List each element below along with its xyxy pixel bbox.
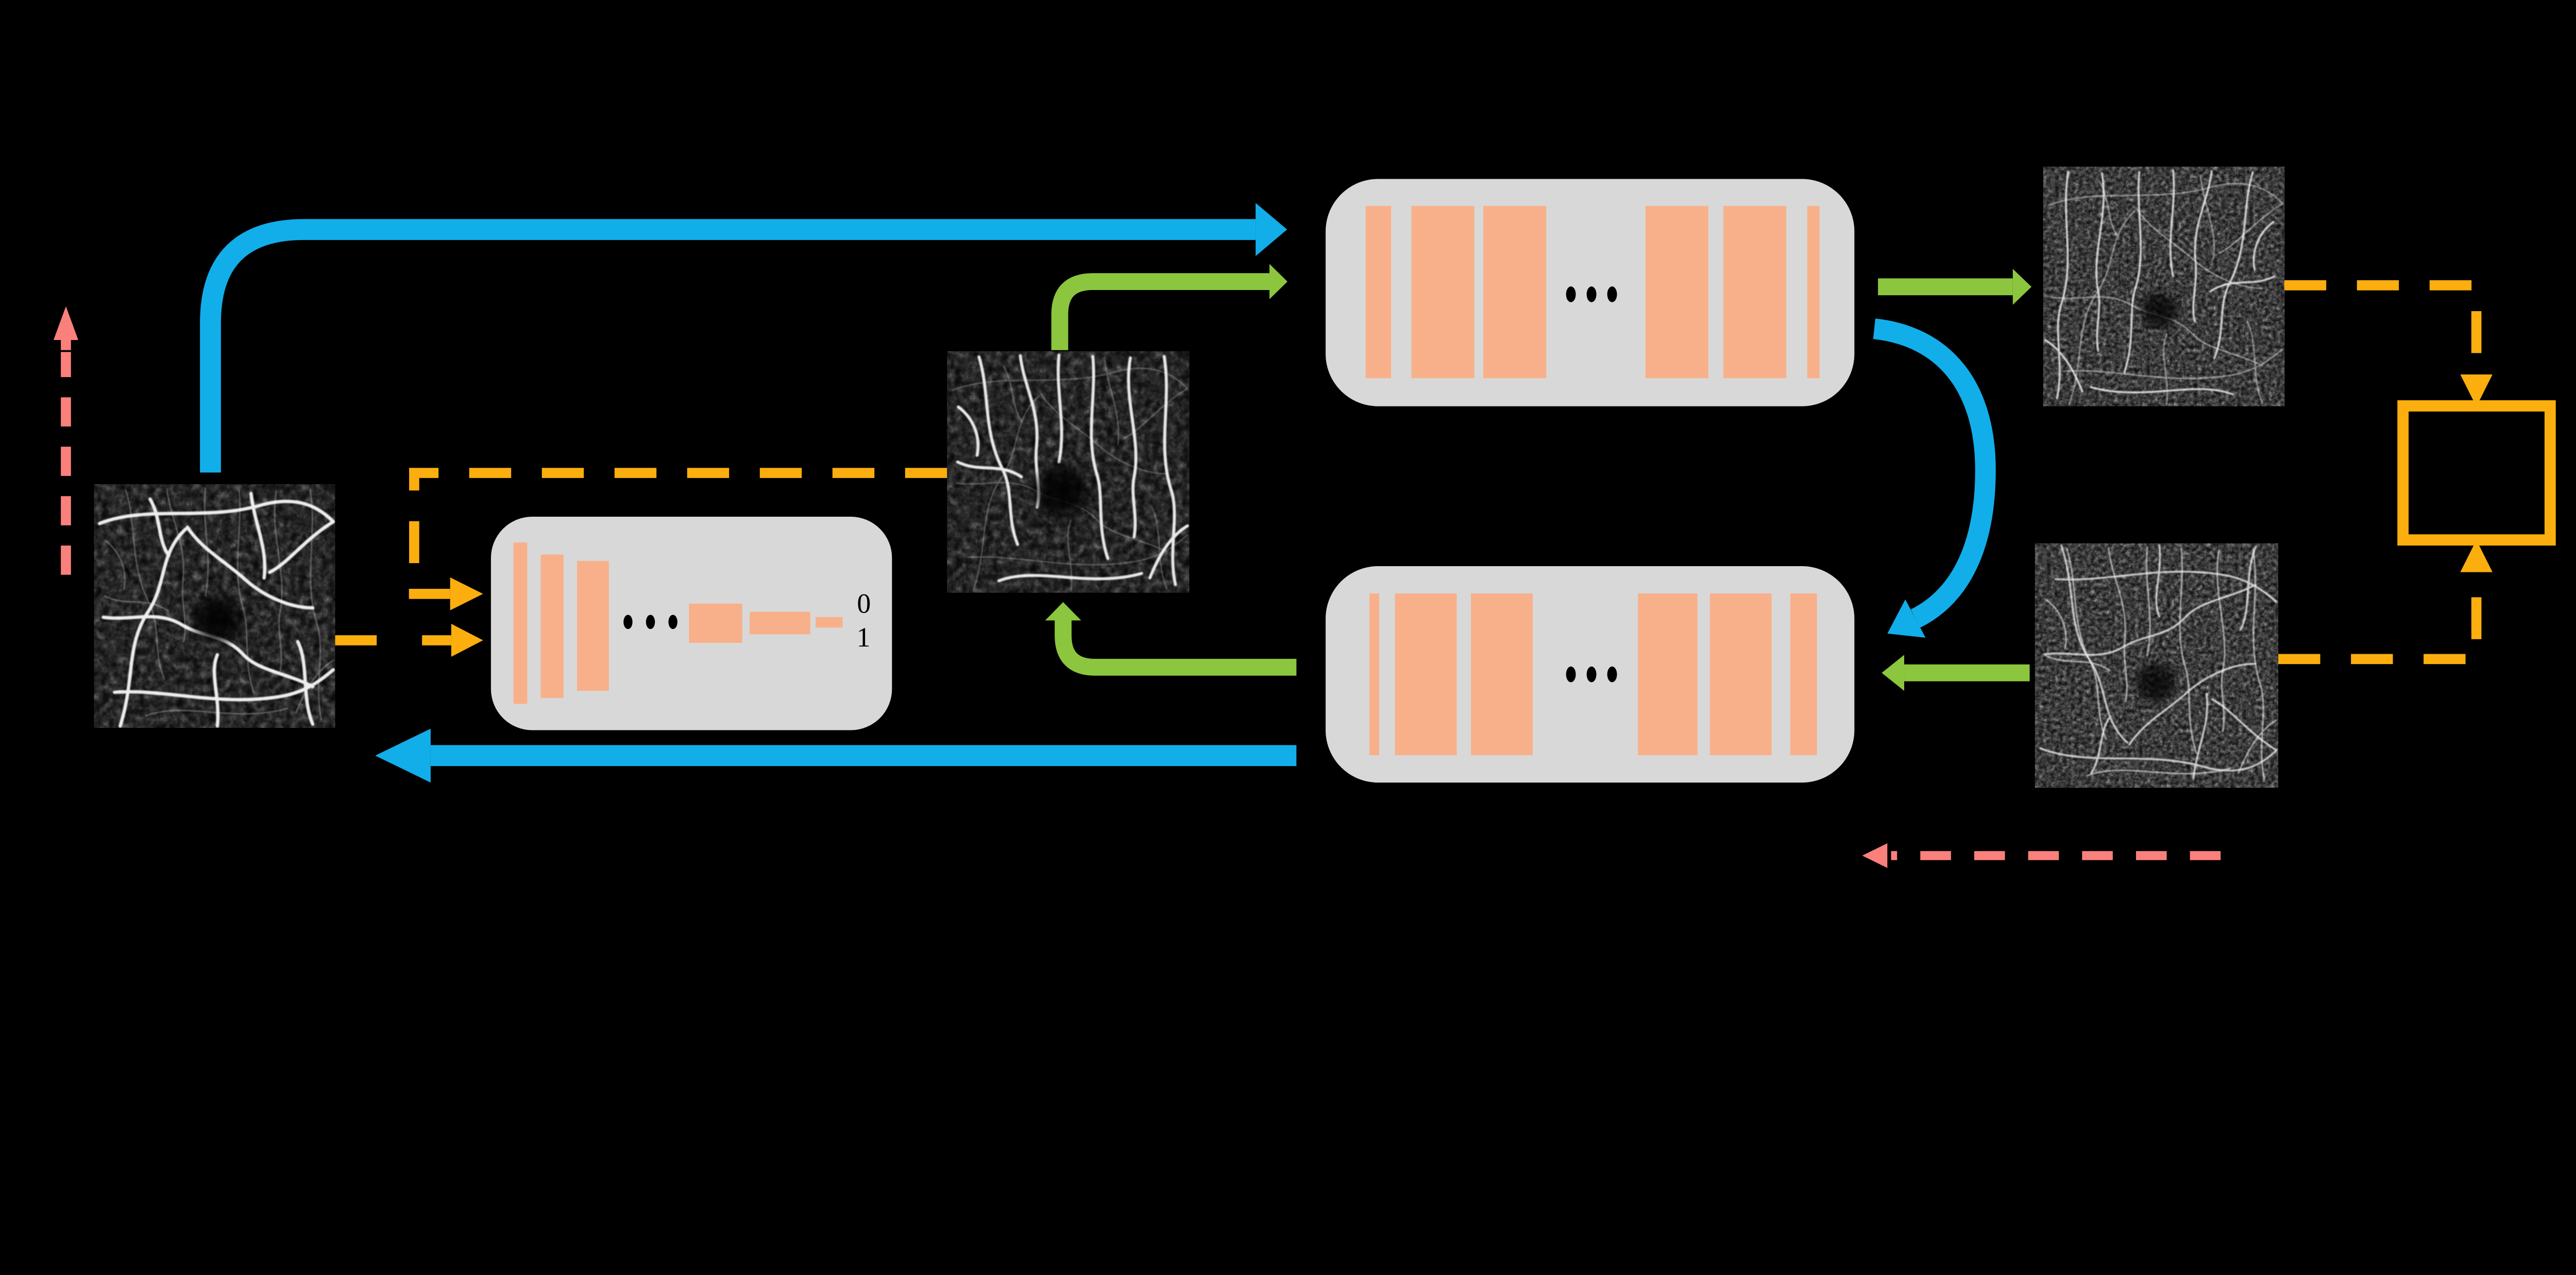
- conv-layer-bar: [1645, 206, 1708, 379]
- generator-top-box: [1326, 179, 1855, 406]
- arrow-head-right-icon: [1256, 202, 1287, 257]
- octa-image-top-right: [2043, 166, 2285, 406]
- discriminator-output-1-label: 1: [857, 622, 871, 653]
- arrow-head-right-icon: [1269, 264, 1287, 299]
- octa-image-bottom-right: [2035, 543, 2279, 788]
- octa-image-middle: [947, 351, 1190, 593]
- arrow-shaft: [1055, 619, 1297, 676]
- yellow-dashed-bottomright-image-to-comparison-box: [2278, 540, 2493, 665]
- yellow-dashed-topright-image-to-comparison-box: [2284, 280, 2493, 407]
- ellipsis-dots: [623, 615, 677, 630]
- arrow-shaft: [200, 219, 1256, 473]
- discriminator-output-0-label: 0: [857, 588, 871, 619]
- dense-layer-block: [816, 617, 843, 628]
- generator-bottom-box: [1326, 566, 1855, 783]
- ellipsis-dots: [1566, 286, 1617, 302]
- conv-layer-bar: [540, 554, 564, 698]
- conv-layer-bar: [1369, 593, 1379, 756]
- green-arrow-top-generator-to-topright-image: [1878, 268, 2032, 305]
- conv-layer-bar: [1471, 593, 1533, 756]
- arrow-head-downleft-icon: [1887, 599, 1926, 638]
- dashed-line: [2278, 572, 2482, 665]
- conv-layer-bar: [1807, 206, 1820, 379]
- yellow-dashed-left-image-to-discriminator: [335, 623, 483, 657]
- blue-curved-arrow-top-generator-to-bottom-generator: [1873, 318, 1996, 638]
- arrow-shaft: [1873, 318, 1996, 628]
- conv-layer-bar: [1638, 593, 1698, 756]
- arrow-head-up-icon: [2460, 540, 2493, 572]
- arrow-head-right-icon: [450, 577, 483, 610]
- dense-layer-block: [750, 611, 810, 635]
- green-arrow-bottomright-image-to-bottom-generator: [1882, 655, 2030, 691]
- ellipsis-dots: [1566, 666, 1617, 683]
- conv-layer-bar: [1395, 593, 1457, 756]
- conv-layer-bar: [577, 560, 609, 691]
- blue-arrow-left-image-to-top-generator: [200, 202, 1287, 473]
- dashed-line: [409, 468, 947, 584]
- conv-layer-bar: [1365, 206, 1392, 379]
- yellow-dashed-middle-image-to-discriminator: [409, 468, 947, 610]
- conv-layer-bar: [1790, 593, 1817, 756]
- blue-arrow-bottom-generator-to-left-image: [375, 728, 1297, 783]
- yellow-comparison-box: [2397, 400, 2556, 546]
- arrow-head-down-icon: [2460, 374, 2493, 407]
- arrow-head-right-icon: [2012, 268, 2032, 305]
- arrow-head-up-icon: [1045, 602, 1081, 621]
- arrow-head-left-icon: [1882, 655, 1905, 691]
- dense-layer-block: [689, 603, 742, 643]
- arrow-head-right-icon: [451, 623, 483, 657]
- conv-layer-bar: [1723, 206, 1787, 379]
- arrow-head-left-icon: [375, 728, 431, 783]
- conv-layer-bar: [1709, 593, 1772, 756]
- pink-dashed-arrow-bottom-left: [1862, 843, 2221, 868]
- arrow-head-up-icon: [53, 306, 78, 340]
- green-arrow-middle-image-to-top-generator: [1051, 264, 1287, 350]
- pink-dashed-arrow-left-up: [53, 306, 78, 575]
- octa-cyclegan-architecture-figure: 0 1: [53, 166, 2556, 868]
- conv-layer-bar: [1483, 206, 1547, 379]
- octa-image-left-input: [94, 484, 335, 728]
- arrow-shaft: [1051, 273, 1270, 350]
- green-arrow-bottom-generator-to-middle-image: [1045, 602, 1297, 676]
- dashed-line: [2284, 280, 2482, 375]
- conv-layer-bar: [513, 542, 528, 704]
- conv-layer-bar: [1411, 206, 1475, 379]
- arrow-head-left-icon: [1862, 843, 1888, 868]
- discriminator-box: 0 1: [490, 517, 892, 730]
